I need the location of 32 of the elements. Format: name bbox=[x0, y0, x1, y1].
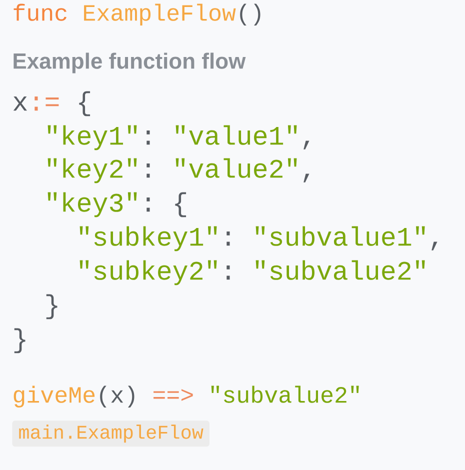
code-text: { bbox=[79, 91, 90, 116]
code-text: "subkey1" bbox=[80, 226, 217, 252]
code-text: := bbox=[34, 96, 59, 111]
code-text: } bbox=[46, 294, 58, 320]
code-text: "subvalue2" bbox=[211, 386, 359, 403]
code-text: : bbox=[226, 266, 230, 280]
code-text: giveMe bbox=[14, 386, 95, 408]
code-text: , bbox=[304, 140, 310, 150]
code-text: , bbox=[304, 174, 310, 182]
code-text: : bbox=[146, 130, 150, 145]
code-text: , bbox=[432, 242, 438, 250]
code-text: x bbox=[13, 96, 27, 111]
code-text: ExampleFlow bbox=[84, 4, 236, 26]
code-text: "value2" bbox=[176, 158, 297, 178]
code-text: (x) bbox=[100, 386, 134, 408]
code-text: "subkey2" bbox=[80, 260, 217, 286]
code-text: "key1" bbox=[48, 125, 137, 150]
code-text: "value1" bbox=[176, 125, 297, 145]
heading: Example function flow bbox=[14, 52, 246, 74]
code-text: } bbox=[14, 328, 26, 354]
code-text: : bbox=[146, 164, 150, 178]
code-text: { bbox=[175, 192, 186, 218]
code-text: "key2" bbox=[48, 158, 137, 184]
code-text: "subvalue2" bbox=[256, 260, 425, 280]
code-text: : bbox=[226, 232, 230, 246]
code-badge: main.ExampleFlow bbox=[12, 420, 210, 447]
code-text: () bbox=[240, 4, 260, 26]
code-text: "subvalue1" bbox=[256, 226, 425, 246]
code-text: ==> bbox=[154, 389, 193, 401]
code-text: : bbox=[146, 198, 150, 212]
code-text: "key3" bbox=[48, 192, 137, 218]
code-text: func bbox=[14, 4, 66, 21]
